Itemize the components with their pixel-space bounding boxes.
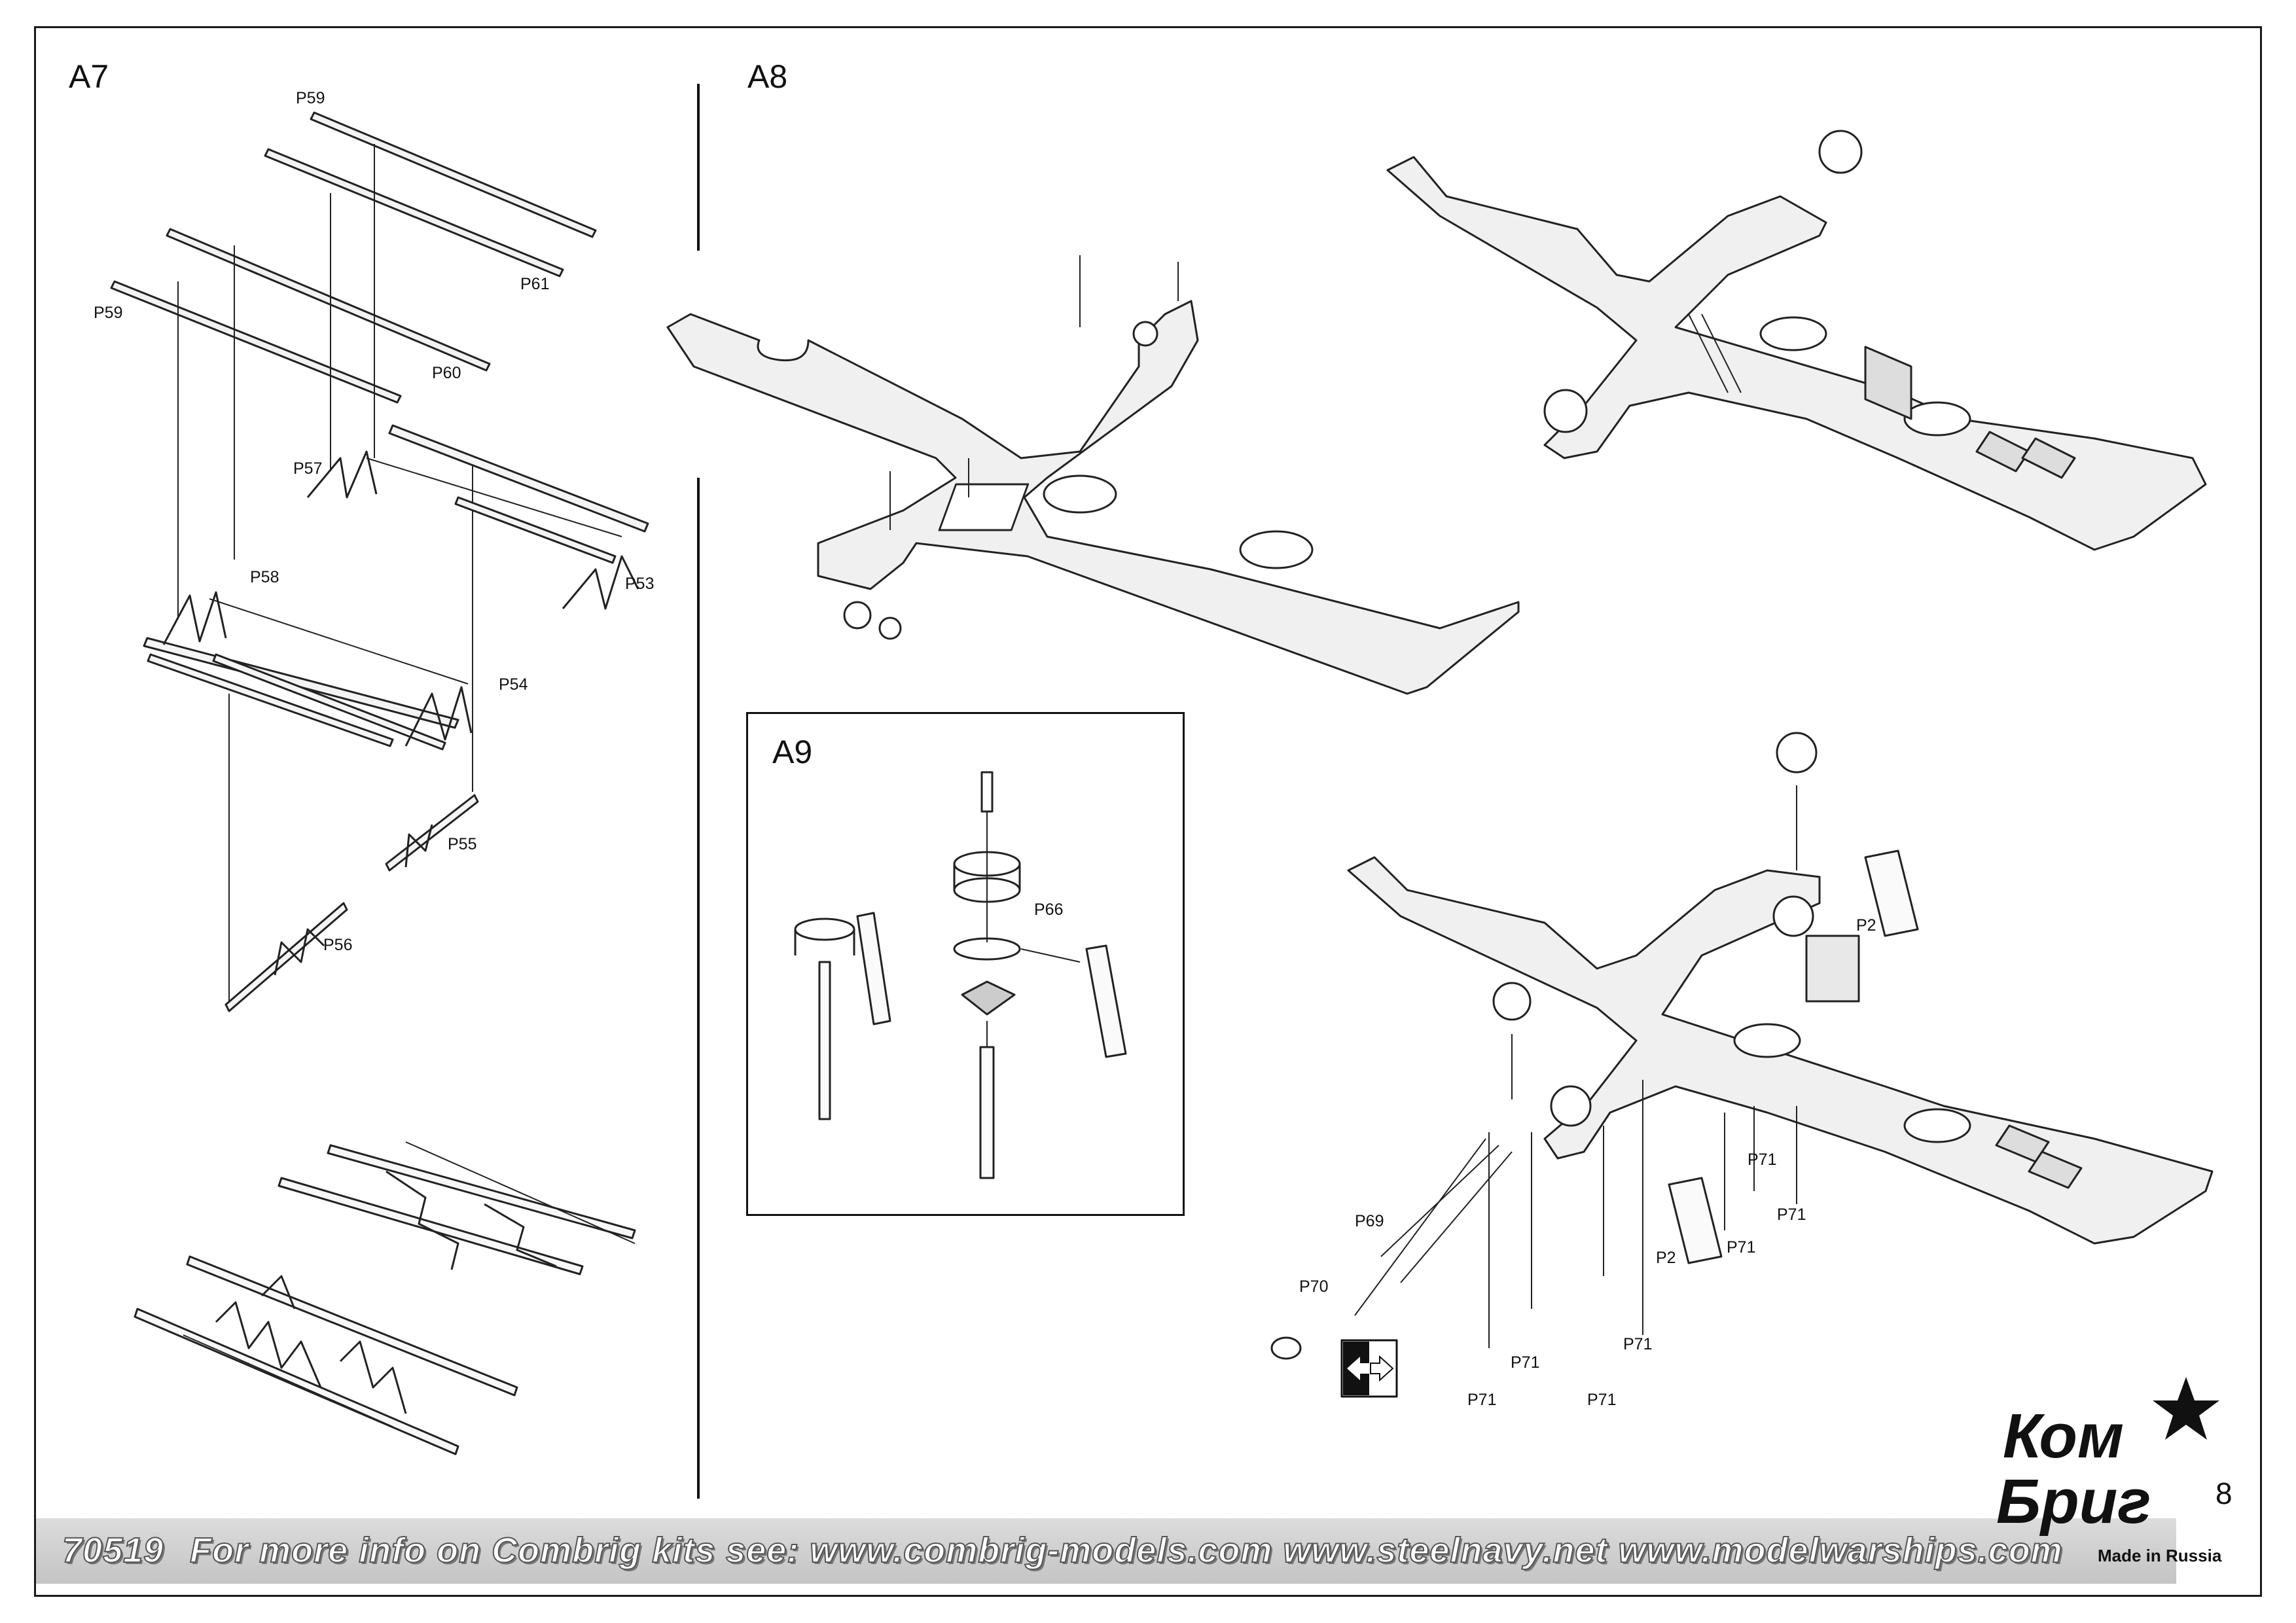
page-number: 8 [2215, 1476, 2233, 1510]
divider-upper [697, 84, 700, 251]
part-label-p57: P57 [293, 459, 323, 478]
a7-assembled [134, 1141, 636, 1455]
part-label-p71-4: P71 [1623, 1335, 1653, 1353]
part-label-p2-upper: P2 [1856, 916, 1876, 935]
part-label-p66: P66 [1034, 901, 1064, 919]
part-label-p71-3: P71 [1727, 1238, 1756, 1257]
part-label-p56: P56 [323, 936, 353, 954]
part-label-p59-top: P59 [296, 89, 325, 107]
a8-deck-assembled [1386, 130, 2207, 551]
part-label-p59-left: P59 [94, 304, 123, 322]
arrow-left-right-icon [1343, 1342, 1394, 1395]
a8-deck-exploded [1270, 732, 2214, 1360]
part-label-p60: P60 [432, 364, 461, 382]
a7-frames [143, 424, 649, 1012]
star-icon [2153, 1377, 2219, 1440]
part-label-p61: P61 [520, 275, 550, 293]
section-label-a7: A7 [69, 58, 109, 95]
footer-text: 70519 For more info on Combrig kits see: … [62, 1530, 2063, 1571]
section-label-a9: A9 [772, 734, 813, 770]
kit-code: 70519 [62, 1530, 164, 1571]
brand-logo: Ком Бриг Made in Russia [1990, 1374, 2251, 1584]
part-label-p70: P70 [1299, 1277, 1329, 1296]
part-label-p71-7: P71 [1587, 1391, 1617, 1409]
page-frame [34, 26, 2262, 1597]
made-in-russia: Made in Russia [2098, 1546, 2222, 1565]
a7-rails [110, 111, 597, 1001]
a9-inset-box [746, 712, 1185, 1216]
part-label-p58: P58 [250, 568, 279, 586]
a8-deck-upper [666, 255, 1520, 695]
part-label-p54: P54 [499, 675, 528, 694]
part-label-p71-2: P71 [1777, 1205, 1806, 1224]
part-label-p71-6: P71 [1467, 1391, 1497, 1409]
part-label-p69: P69 [1355, 1212, 1384, 1230]
a9-mast [794, 771, 1127, 1179]
brand-line-2: Бриг [1996, 1467, 2151, 1537]
part-label-p71-5: P71 [1511, 1353, 1540, 1372]
divider-lower [697, 478, 700, 1499]
section-label-a8: A8 [747, 58, 788, 95]
part-label-p55: P55 [448, 835, 477, 853]
part-label-p71-1: P71 [1748, 1150, 1777, 1169]
footer-info: For more info on Combrig kits see: www.c… [189, 1530, 2063, 1571]
part-label-p53: P53 [625, 575, 655, 593]
part-label-p2-lower: P2 [1656, 1249, 1676, 1267]
footer-bar [36, 1518, 2176, 1584]
brand-line-1: Ком [2003, 1401, 2125, 1471]
